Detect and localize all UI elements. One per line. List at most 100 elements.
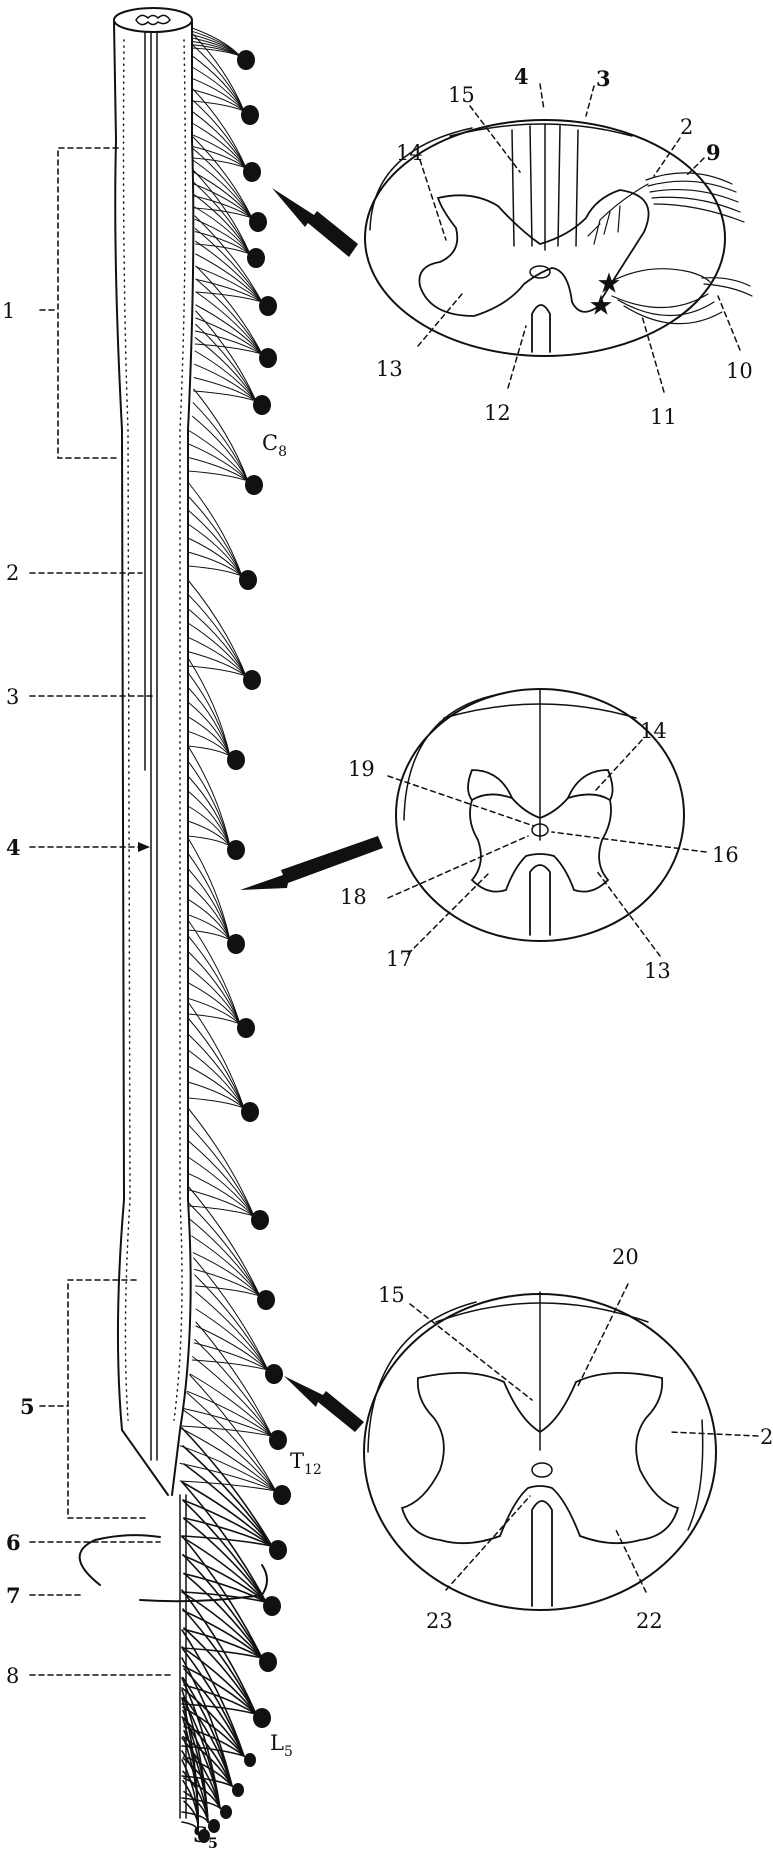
lumbar-dorsal-inner-line (435, 1302, 649, 1323)
arrow-thoracic (240, 836, 383, 890)
cord-dotted-column-left (122, 39, 131, 1421)
cervical-dorsal-inner-line (449, 123, 633, 137)
root-fiber (195, 317, 263, 355)
root-fiber (187, 1033, 245, 1109)
root-fiber (194, 1285, 261, 1297)
root-fiber (183, 1408, 273, 1437)
root-fiber (193, 1268, 261, 1297)
cervical-label-3: 3 (596, 66, 611, 91)
root-fiber (187, 593, 247, 677)
root-fiber (195, 1291, 269, 1371)
root-fiber (182, 1499, 267, 1603)
dorsal-root-ganglion (227, 934, 245, 954)
root-fiber (191, 134, 247, 169)
root-fiber (187, 820, 231, 847)
root-fiber (186, 1392, 277, 1492)
cord-label-6: 6 (6, 1530, 21, 1555)
dorsal-root-ganglion (263, 1596, 281, 1616)
root-fiber (183, 1696, 233, 1787)
cord-label-5: 5 (20, 1394, 35, 1419)
thoracic-label-14: 14 (640, 719, 667, 743)
cord-dotted-column-right (173, 39, 187, 1421)
root-fiber (187, 1202, 261, 1297)
root-fiber (187, 1140, 255, 1217)
root-fiber (191, 122, 247, 169)
cervical-label-12: 12 (484, 401, 511, 425)
root-fiber (181, 1811, 209, 1823)
lumbar-label-22: 22 (636, 1609, 663, 1633)
root-fiber (187, 1185, 261, 1297)
root-fiber (187, 651, 247, 677)
dorsal-root-ganglion (198, 1829, 210, 1843)
root-fiber (193, 388, 249, 482)
segment-label-s5: S5 (193, 1822, 218, 1852)
root-fiber (187, 1123, 255, 1217)
cervical-label-11: 11 (650, 405, 677, 429)
root-fiber (191, 145, 247, 169)
segment-label-c8: C8 (262, 431, 287, 460)
dorsal-root-ganglion (244, 1753, 256, 1767)
root-fiber (181, 1591, 267, 1603)
lumbar-leaders (409, 1283, 759, 1593)
cervical-label-15: 15 (448, 83, 475, 107)
dorsal-root-ganglion (237, 50, 255, 70)
root-fiber (195, 323, 257, 402)
root-fiber (183, 1572, 263, 1659)
spinal-cord-longitudinal (78, 7, 291, 1843)
cervical-dorsal-horn-branches (587, 183, 649, 245)
root-fiber (187, 622, 247, 677)
root-fiber (188, 1205, 255, 1217)
root-fiber (189, 1218, 261, 1297)
root-fiber (193, 1257, 269, 1371)
cord-right-outline (171, 21, 195, 1496)
cervical-section-outline (364, 119, 726, 357)
root-fiber (181, 1481, 273, 1547)
root-fiber (187, 672, 231, 757)
root-fiber (187, 835, 231, 847)
lumbar-label-2: 2 (760, 1425, 773, 1449)
lumbar-white-matter-border (367, 1301, 477, 1453)
nerve-roots (179, 27, 291, 1843)
figure-labels: 1 2 3 4 5 6 7 8 C8 T12 L5 S5 15 4 3 2 9 … (2, 64, 773, 1852)
section-thoracic (387, 688, 707, 957)
root-fiber (183, 1517, 267, 1603)
root-fiber (187, 701, 231, 757)
root-fiber (187, 1107, 255, 1217)
root-fiber (182, 1665, 257, 1715)
root-fiber (181, 1589, 257, 1715)
thoracic-label-18: 18 (340, 885, 367, 909)
root-fiber (191, 147, 253, 219)
cord-label-8: 8 (6, 1664, 19, 1688)
root-fiber (187, 868, 231, 941)
root-fiber (187, 481, 243, 577)
root-fiber (191, 87, 247, 169)
root-fiber (187, 1097, 245, 1109)
cord-label-2: 2 (6, 561, 19, 585)
dorsal-root-ganglion (259, 348, 277, 368)
root-fiber (182, 1554, 267, 1603)
lumbar-label-23: 23 (426, 1609, 453, 1633)
root-fiber (183, 1409, 277, 1492)
cervical-grey-matter (418, 189, 650, 317)
dorsal-root-ganglion (251, 1210, 269, 1230)
cervical-label-4: 4 (514, 64, 529, 89)
segment-label-l5: L5 (270, 1731, 293, 1760)
thoracic-label-19: 19 (348, 757, 375, 781)
dorsal-root-ganglion (241, 1102, 259, 1122)
root-fiber (195, 240, 263, 303)
dorsal-root-ganglion (243, 670, 261, 690)
root-fiber (195, 278, 263, 355)
root-fiber (187, 745, 231, 757)
root-fiber (183, 1628, 263, 1659)
root-fiber (183, 1517, 273, 1547)
root-fiber (187, 1017, 245, 1109)
root-fiber (181, 1535, 273, 1547)
root-fiber (187, 565, 243, 577)
root-fiber (194, 1338, 273, 1437)
lumbar-enlargement-bracket (67, 1279, 147, 1519)
root-fiber (187, 760, 231, 847)
root-fiber (187, 790, 231, 847)
cervical-label-14: 14 (396, 141, 423, 165)
root-fiber (191, 1359, 269, 1371)
